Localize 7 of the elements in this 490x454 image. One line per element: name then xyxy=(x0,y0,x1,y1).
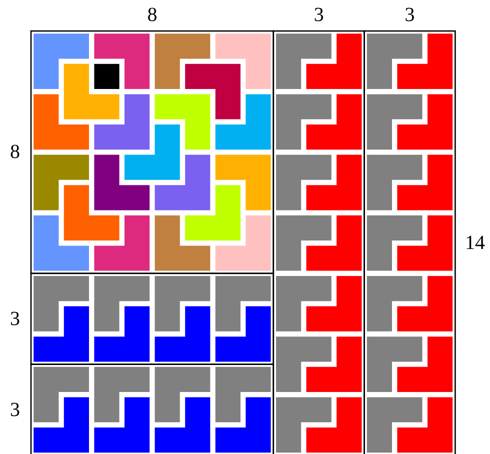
dimension-label: 3 xyxy=(10,308,20,329)
dimension-label: 14 xyxy=(465,233,485,254)
dimension-label: 8 xyxy=(10,142,20,162)
dimension-label: 3 xyxy=(404,5,415,25)
dimension-label: 8 xyxy=(147,5,158,25)
dimension-label: 3 xyxy=(314,5,324,25)
dimension-label: 3 xyxy=(10,400,20,420)
